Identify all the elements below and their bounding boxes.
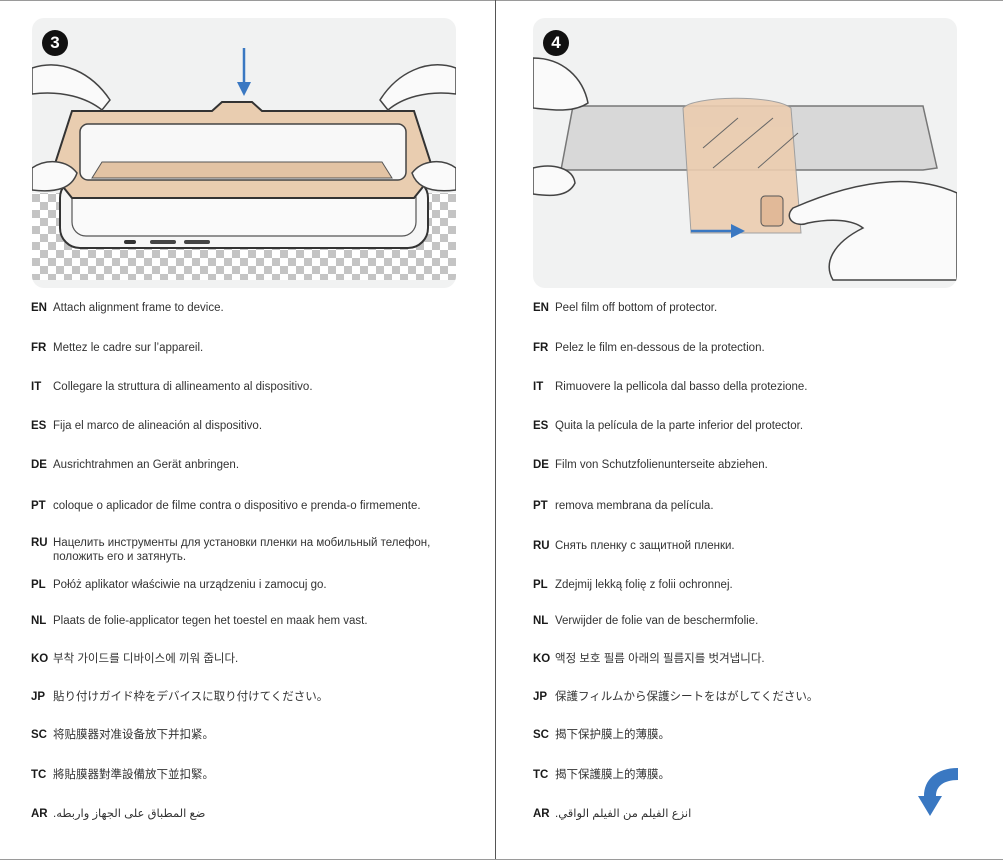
page-top-border bbox=[0, 0, 1003, 1]
step-3-illustration: 3 bbox=[32, 18, 456, 288]
step-4-illustration: 4 bbox=[533, 18, 957, 288]
film-peel-drawing bbox=[533, 57, 957, 281]
step-4-badge: 4 bbox=[543, 30, 569, 56]
phone-speaker-2 bbox=[184, 240, 210, 244]
right-arrow-icon bbox=[731, 224, 745, 238]
curved-arrow-back-icon bbox=[918, 768, 958, 816]
left-hand bbox=[32, 64, 111, 112]
center-divider bbox=[495, 0, 496, 860]
step-3-badge: 3 bbox=[42, 30, 68, 56]
phone-speaker bbox=[150, 240, 176, 244]
right-hand bbox=[379, 64, 456, 112]
right-hand bbox=[788, 180, 957, 281]
film-pull-tab bbox=[760, 195, 784, 227]
left-hand bbox=[533, 57, 589, 111]
down-arrow-icon bbox=[237, 82, 251, 96]
phone-port bbox=[124, 240, 136, 244]
step-3-panel: 3 bbox=[0, 0, 495, 860]
page-bottom-border bbox=[0, 859, 1003, 860]
frame-attach-drawing bbox=[32, 48, 456, 280]
